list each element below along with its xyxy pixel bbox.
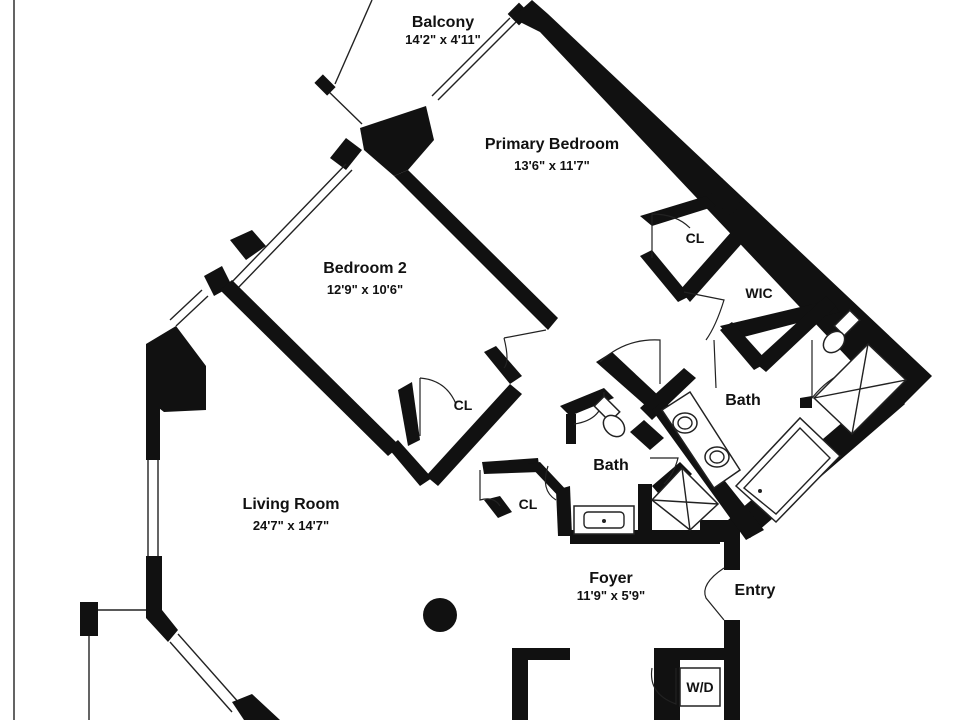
primary-bath-label: Bath — [725, 392, 761, 409]
foyer-label: Foyer 11'9" x 5'9" — [577, 570, 645, 603]
living-room-name: Living Room — [242, 496, 340, 513]
foyer-dims: 11'9" x 5'9" — [576, 588, 646, 603]
living-room-dims: 24'7" x 14'7" — [252, 518, 330, 533]
bedroom-2-label: Bedroom 2 12'9" x 10'6" — [323, 260, 407, 297]
column — [423, 598, 457, 632]
living-room-label: Living Room 24'7" x 14'7" — [243, 496, 340, 533]
hall-bath-toilet — [593, 395, 626, 438]
bedroom-2-closet-label: CL — [453, 397, 473, 413]
balcony-sliding-door — [431, 17, 517, 101]
primary-closet-label: CL — [685, 230, 705, 246]
balcony-label: Balcony 14'2" x 4'11" — [405, 14, 481, 47]
primary-sinks — [660, 390, 742, 490]
primary-toilet — [822, 309, 861, 354]
entry-label: Entry — [734, 582, 776, 599]
bathtub — [734, 416, 842, 524]
hall-bath-vanity — [573, 505, 635, 535]
balcony-name: Balcony — [411, 14, 475, 31]
hall-closet-label: CL — [518, 496, 538, 512]
primary-bedroom-name: Primary Bedroom — [484, 136, 620, 153]
wic-label: WIC — [745, 285, 773, 301]
washer-dryer-label: W/D — [686, 679, 714, 695]
exterior-walls — [80, 0, 932, 720]
hall-bath-shower — [650, 466, 720, 531]
foyer-name: Foyer — [589, 570, 633, 587]
bedroom-2-name: Bedroom 2 — [323, 260, 407, 277]
primary-bedroom-dims: 13'6" x 11'7" — [514, 158, 590, 173]
balcony-dims: 14'2" x 4'11" — [405, 32, 481, 47]
bedroom-2-dims: 12'9" x 10'6" — [326, 282, 404, 297]
washer-dryer — [679, 667, 721, 707]
primary-bedroom-label: Primary Bedroom 13'6" x 11'7" — [485, 136, 619, 173]
hall-bath-label: Bath — [593, 457, 629, 474]
primary-shower — [812, 342, 908, 436]
